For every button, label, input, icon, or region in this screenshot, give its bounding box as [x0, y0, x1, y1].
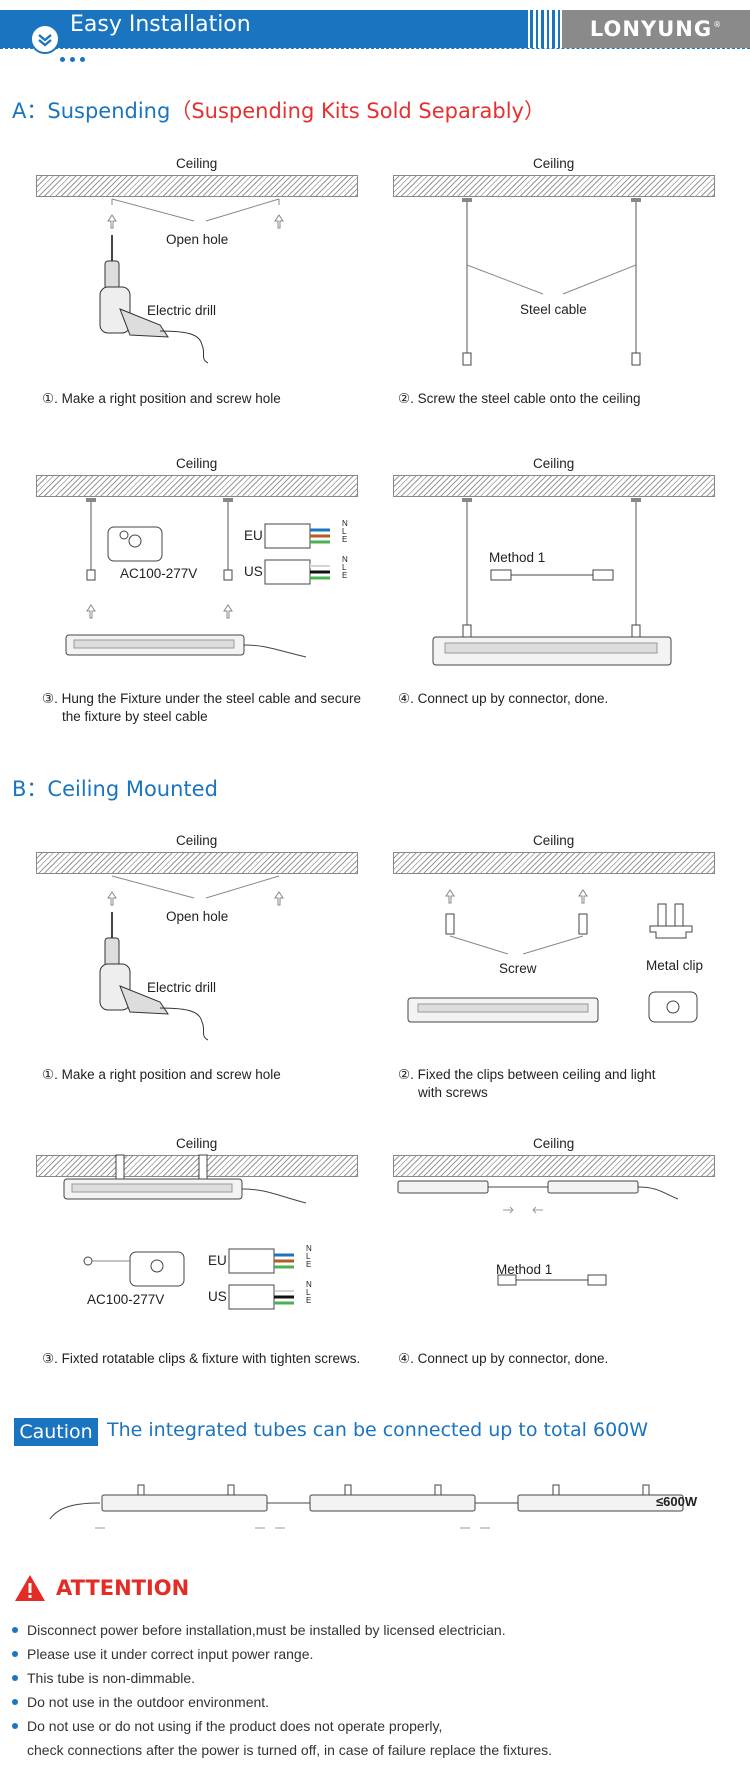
warning-icon — [15, 1575, 45, 1601]
ceiling-label: Ceiling — [176, 833, 218, 848]
mount-fixture-diagram — [63, 1154, 307, 1287]
connect-ceiling-diagram — [397, 1180, 679, 1286]
ceiling-graphic — [36, 175, 358, 197]
electric-drill-icon — [99, 912, 209, 1041]
header-divider — [0, 48, 750, 49]
ceiling-label: Ceiling — [176, 456, 218, 471]
steel-cable-diagram — [462, 198, 641, 366]
attention-item: Disconnect power before installation,mus… — [12, 1618, 732, 1642]
ceiling-graphic — [36, 475, 358, 497]
attention-item: check connections after the power is tur… — [27, 1742, 553, 1758]
open-hole-diagram — [107, 198, 284, 229]
ceiling-graphic — [393, 852, 715, 874]
caution-text: The integrated tubes can be connected up… — [107, 1419, 649, 1441]
wiring-diagram — [228, 1248, 294, 1310]
screw-label: Screw — [499, 961, 537, 976]
attention-item: This tube is non-dimmable. — [12, 1666, 732, 1690]
brand-logo: LONYUNG® — [562, 10, 750, 48]
ceiling-graphic — [36, 852, 358, 874]
step-b4-caption: ④. Connect up by connector, done. — [398, 1351, 609, 1366]
attention-item: Do not use or do not using if the produc… — [12, 1714, 732, 1738]
header-banner: Easy Installation LONYUNG® — [0, 0, 750, 48]
hang-fixture-diagram — [65, 498, 307, 658]
step-a2-caption: ②. Screw the steel cable onto the ceilin… — [398, 391, 641, 406]
ceiling-graphic — [393, 175, 715, 197]
page-title: Easy Installation — [70, 12, 251, 37]
attention-list: Disconnect power before installation,mus… — [12, 1618, 732, 1762]
header-stripes — [528, 10, 560, 48]
step-b3-caption: ③. Fixted rotatable clips & fixture with… — [42, 1351, 361, 1366]
connect-fixture-diagram — [432, 498, 672, 666]
chevron-down-icon — [30, 24, 60, 54]
ceiling-label: Ceiling — [533, 156, 575, 171]
ceiling-label: Ceiling — [533, 833, 575, 848]
eu-label: EU — [244, 528, 263, 543]
ceiling-label: Ceiling — [176, 1136, 218, 1151]
method1-label: Method 1 — [496, 1262, 553, 1277]
voltage-label: AC100-277V — [120, 566, 198, 581]
electric-drill-label: Electric drill — [147, 303, 217, 318]
step-a3-caption: ③. Hung the Fixture under the steel cabl… — [42, 691, 362, 724]
steel-cable-label: Steel cable — [520, 302, 587, 317]
us-label: US — [244, 564, 263, 579]
step-b1-caption: ①. Make a right position and screw hole — [42, 1067, 281, 1082]
electric-drill-label: Electric drill — [147, 980, 217, 995]
open-hole-label: Open hole — [166, 232, 229, 247]
eu-label: EU — [208, 1253, 227, 1268]
method1-label: Method 1 — [489, 550, 546, 565]
step-a1-caption: ①. Make a right position and screw hole — [42, 391, 281, 406]
attention-item: Do not use in the outdoor environment. — [12, 1690, 732, 1714]
ceiling-label: Ceiling — [176, 156, 218, 171]
ceiling-label: Ceiling — [533, 1136, 575, 1151]
dots-decoration — [60, 57, 85, 62]
wiring-diagram — [264, 523, 330, 585]
caution-badge: Caution — [14, 1418, 98, 1446]
electric-drill-icon — [99, 235, 209, 364]
section-a-heading: A：Suspending（Suspending Kits Sold Separa… — [12, 99, 545, 123]
open-hole-label: Open hole — [166, 909, 229, 924]
step-b2-caption: ②. Fixed the clips between ceiling and l… — [398, 1067, 656, 1100]
max-power-label: ≤600W — [656, 1494, 698, 1509]
voltage-label: AC100-277V — [87, 1292, 165, 1307]
ceiling-graphic — [393, 475, 715, 497]
section-b-heading: B：Ceiling Mounted — [12, 777, 218, 801]
metal-clip-label: Metal clip — [646, 958, 704, 973]
clip-screw-diagram — [407, 889, 698, 1023]
chained-tubes-diagram — [49, 1484, 684, 1529]
attention-item: Please use it under correct input power … — [12, 1642, 732, 1666]
step-a4-caption: ④. Connect up by connector, done. — [398, 691, 609, 706]
us-label: US — [208, 1289, 227, 1304]
attention-title: ATTENTION — [56, 1576, 190, 1600]
ceiling-graphic — [393, 1155, 715, 1177]
ceiling-label: Ceiling — [533, 456, 575, 471]
header-bar — [0, 10, 528, 48]
open-hole-diagram — [107, 875, 284, 906]
